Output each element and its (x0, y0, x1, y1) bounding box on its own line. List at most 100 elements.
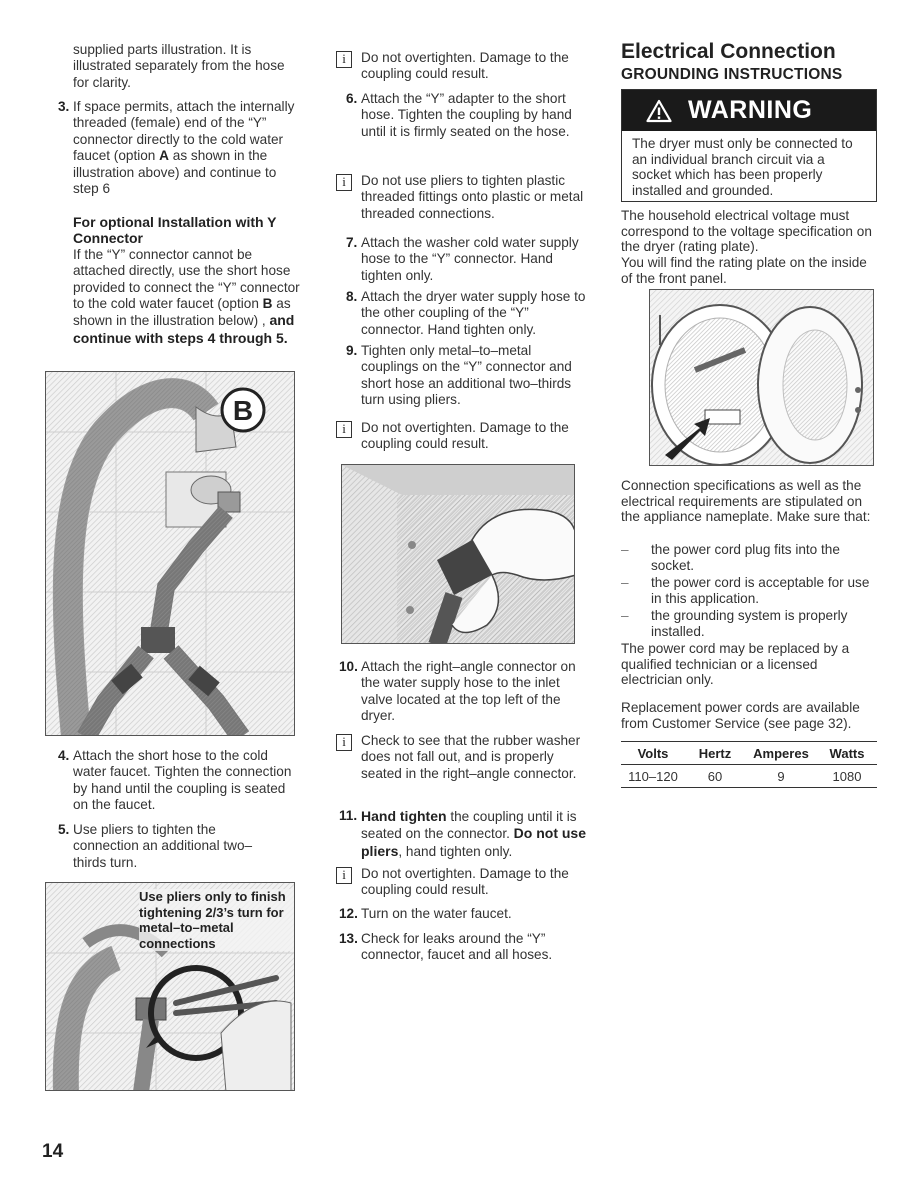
warning-triangle-icon (646, 99, 672, 122)
info-icon: i (336, 867, 352, 884)
info-icon: i (336, 51, 352, 68)
option-b-badge: B (233, 395, 253, 426)
optional-heading: For optional Installation with Y Connect… (73, 214, 277, 247)
callout-line: metal–to–metal (139, 920, 294, 936)
column-header: Amperes (745, 741, 817, 765)
voltage-paragraph: The household electrical voltage must co… (621, 208, 872, 254)
warning-text: The dryer must only be connected to an i… (632, 136, 853, 198)
info-icon: i (336, 174, 352, 191)
step-10-text: Attach the right–angle connector on the … (361, 659, 576, 724)
note-text: Do not overtighten. Damage to the coupli… (361, 866, 569, 898)
hose-connection-drawing: B (46, 372, 294, 735)
step-number: 8. (346, 289, 358, 304)
step-number: 5. (58, 822, 70, 837)
step-number: 13. (339, 931, 358, 946)
page-number: 14 (42, 1141, 64, 1162)
step-3-text-end: as shown in the illustration above) and … (73, 148, 277, 197)
step-13-text: Check for leaks around the “Y” connector… (361, 931, 553, 963)
optional-text-start: If the “Y” connector cannot be attached … (73, 246, 300, 312)
step-8: 8. Attach the dryer water supply hose to… (346, 289, 589, 338)
step-12-text: Turn on the water faucet. (361, 906, 512, 921)
illustration-inlet-valve (341, 464, 575, 644)
no-pliers-label: Do not use pliers (361, 825, 587, 859)
step-5-text: Use pliers to tighten the connection an … (73, 822, 253, 870)
step-6-text: Attach the “Y” adapter to the short hose… (361, 91, 572, 139)
option-b-label: B (262, 296, 273, 312)
step-7: 7. Attach the washer cold water supply h… (346, 235, 586, 284)
optional-text-mid: as shown in the illustration below) , (73, 296, 291, 329)
list-item: – the power cord is acceptable for use i… (621, 575, 881, 608)
list-item: – the grounding system is properly insta… (621, 608, 881, 641)
step-number: 6. (346, 91, 358, 106)
pliers-callout: Use pliers only to finish tightening 2/3… (139, 889, 294, 951)
info-icon: i (336, 421, 352, 438)
step-3: 3. If space permits, attach the internal… (58, 99, 301, 197)
illustration-rating-plate (649, 289, 874, 466)
step-number: 11. (339, 808, 358, 823)
optional-text-bold: and continue with steps 4 through 5. (73, 312, 295, 346)
note-text: Do not use pliers to tighten plastic thr… (361, 173, 584, 221)
step-6: 6. Attach the “Y” adapter to the short h… (346, 91, 586, 140)
info-icon: i (336, 734, 352, 751)
intro-line: illustrated separately from the hose (73, 58, 285, 74)
step-number: 7. (346, 235, 358, 250)
list-item: – the power cord plug fits into the sock… (621, 542, 881, 575)
step-9-text: Tighten only metal–to–metal couplings on… (361, 343, 572, 408)
callout-line: Use pliers only to finish (139, 889, 294, 905)
section-title: Electrical Connection (621, 40, 836, 63)
note-text: Do not overtighten. Damage to the coupli… (361, 420, 569, 452)
step-11: 11. Hand tighten the coupling until it i… (339, 808, 587, 860)
column-header: Watts (817, 741, 877, 765)
table-row: 110–120 60 9 1080 (621, 764, 877, 788)
list-item-text: the power cord plug fits into the socket… (651, 542, 840, 573)
illustration-option-b: B (45, 371, 295, 736)
table-cell: 9 (745, 764, 817, 788)
connection-specs-paragraph: Connection specifications as well as the… (621, 478, 871, 524)
callout-line: tightening 2/3’s turn for (139, 904, 294, 920)
warning-header: WARNING (622, 90, 876, 131)
column-header: Volts (621, 741, 685, 765)
step-4: 4. Attach the short hose to the cold wat… (58, 748, 295, 814)
replacement-cords-paragraph: Replacement power cords are available fr… (621, 700, 860, 731)
list-item-text: the grounding system is properly install… (651, 608, 848, 639)
warning-label: WARNING (688, 96, 813, 124)
step-number: 12. (339, 906, 358, 921)
callout-line: connections (139, 935, 294, 951)
bullet-dash: – (621, 608, 629, 623)
table-header-row: Volts Hertz Amperes Watts (621, 741, 877, 765)
table-cell: 60 (685, 764, 745, 788)
step-number: 3. (58, 99, 70, 114)
step-8-text: Attach the dryer water supply hose to th… (361, 289, 586, 337)
step-11-text-end: , hand tighten only. (398, 843, 513, 859)
rating-plate-paragraph: You will find the rating plate on the in… (621, 255, 867, 286)
intro-line: for clarity. (73, 74, 131, 90)
illustration-pliers: Use pliers only to finish tightening 2/3… (45, 882, 295, 1091)
step-number: 10. (339, 659, 358, 674)
step-13: 13. Check for leaks around the “Y” conne… (339, 931, 576, 964)
electrical-spec-table: Volts Hertz Amperes Watts 110–120 60 9 1… (621, 741, 877, 788)
inlet-valve-drawing (342, 465, 574, 643)
bullet-dash: – (621, 575, 629, 590)
warning-box: WARNING The dryer must only be connected… (621, 89, 877, 202)
step-9: 9. Tighten only metal–to–metal couplings… (346, 343, 586, 409)
note-text: Do not overtighten. Damage to the coupli… (361, 50, 569, 82)
column-header: Hertz (685, 741, 745, 765)
step-4-text: Attach the short hose to the cold water … (73, 748, 292, 813)
step-number: 9. (346, 343, 358, 358)
list-item-text: the power cord is acceptable for use in … (651, 575, 870, 606)
section-subtitle: GROUNDING INSTRUCTIONS (621, 66, 843, 83)
optional-installation: For optional Installation with Y Connect… (73, 214, 305, 347)
bullet-dash: – (621, 542, 629, 557)
dryer-door-drawing (650, 290, 873, 465)
requirements-list: – the power cord plug fits into the sock… (621, 542, 881, 641)
power-cord-paragraph: The power cord may be replaced by a qual… (621, 641, 850, 687)
hand-tighten-label: Hand tighten (361, 808, 447, 824)
table-cell: 110–120 (621, 764, 685, 788)
step-12: 12. Turn on the water faucet. (339, 906, 586, 922)
step-10: 10. Attach the right–angle connector on … (339, 659, 586, 725)
step-3-text: If space permits, attach the internally … (73, 99, 295, 164)
step-number: 4. (58, 748, 70, 763)
optional-text: If the “Y” connector cannot be attached … (73, 247, 305, 347)
left-intro: supplied parts illustration. It is illus… (73, 42, 308, 91)
step-5: 5. Use pliers to tighten the connection … (58, 822, 253, 871)
